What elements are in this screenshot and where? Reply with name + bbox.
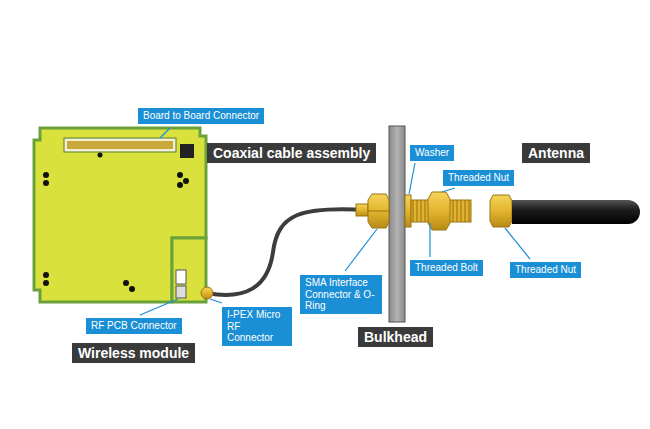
ipex-connector — [201, 287, 213, 299]
callout-label: SMA Interface Connector & O-Ring — [300, 275, 382, 314]
leader-lines — [140, 128, 530, 315]
callout-label: I-PEX Micro RF Connector — [222, 307, 292, 346]
sma-connector — [356, 194, 389, 228]
callout-label: Board to Board Connector — [138, 108, 264, 124]
washer — [405, 195, 411, 227]
section-label: Wireless module — [72, 343, 195, 363]
wireless-module-board — [34, 128, 206, 302]
callout-label: Threaded Nut — [443, 170, 514, 186]
threaded-nut — [428, 192, 450, 230]
bulkhead-plate — [389, 126, 405, 322]
callout-label: Threaded Bolt — [410, 260, 483, 276]
antenna-nut — [490, 195, 512, 227]
section-label: Bulkhead — [358, 327, 433, 347]
callout-label: Threaded Nut — [510, 262, 581, 278]
section-label: Coaxial cable assembly — [207, 143, 376, 163]
section-label: Antenna — [522, 143, 590, 163]
callout-label: RF PCB Connector — [86, 318, 182, 334]
callout-label: Washer — [410, 145, 454, 161]
antenna-body — [512, 200, 640, 224]
